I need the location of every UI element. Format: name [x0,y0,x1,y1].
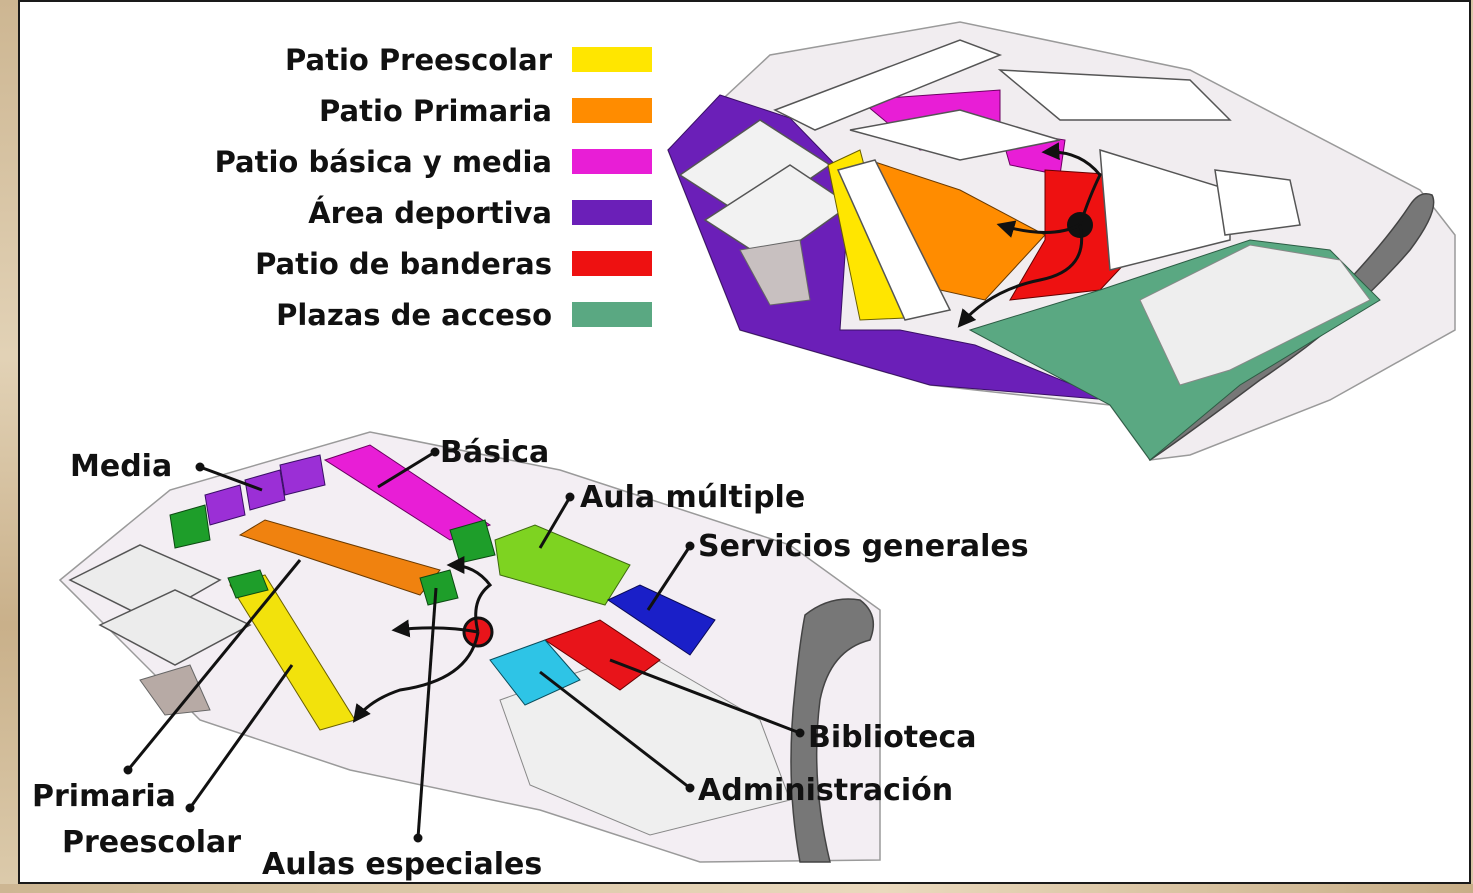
legend: Patio Preescolar Patio Primaria Patio bá… [215,43,652,332]
callouts: Media Básica Aula múltiple Servicios gen… [32,435,1029,882]
callout-aula-multiple: Aula múltiple [580,480,805,515]
legend-swatch [572,149,652,174]
top-arrow-2 [996,220,1081,238]
bottom-arrow-2 [391,619,479,638]
top-arrow-1 [1041,142,1102,226]
building-preescolar-green [227,569,269,599]
building-media-1 [204,484,246,526]
building-servicios [606,584,716,656]
top-building-6 [1214,169,1301,236]
bottom-arrow-3 [352,631,480,723]
callout-aulas-especiales: Aulas especiales [262,847,542,882]
building-aula-multiple [494,524,631,606]
legend-swatch [572,251,652,276]
bottom-arrow-1 [446,556,493,633]
legend-item-patio-preescolar: Patio Preescolar [285,43,652,77]
top-building-3 [836,159,952,321]
legend-swatch [572,47,652,72]
legend-label: Patio básica y media [215,145,552,179]
legend-label: Plazas de acceso [276,298,552,332]
callout-administracion: Administración [698,773,953,808]
bottom-road [790,598,875,863]
top-parking [1139,244,1371,386]
leader-lines [123,447,805,843]
building-primaria-green [419,569,459,606]
legend-item-patio-banderas: Patio de banderas [255,247,652,281]
legend-label: Patio de banderas [255,247,552,281]
callout-primaria: Primaria [32,779,176,814]
legend-item-area-deportiva: Área deportiva [308,196,652,230]
bottom-court-2 [98,589,252,666]
building-basica [323,444,492,541]
top-building-5 [1099,148,1231,271]
background-texture-bottom [0,884,1473,893]
callout-servicios-generales: Servicios generales [698,529,1029,564]
top-stands [739,239,811,306]
legend-swatch [572,302,652,327]
building-media-3 [279,454,326,496]
callout-basica: Básica [440,435,549,470]
legend-label: Área deportiva [308,196,552,230]
legend-item-patio-primaria: Patio Primaria [319,94,652,128]
legend-swatch [572,98,652,123]
building-administracion [489,639,581,706]
top-arrow-3 [957,224,1084,328]
top-building-4 [997,69,1232,121]
legend-label: Patio Primaria [319,94,552,128]
building-biblioteca [543,619,661,691]
legend-swatch [572,200,652,225]
building-primaria [238,519,441,596]
building-media-2 [244,469,286,511]
building-media-green [169,504,211,549]
legend-item-patio-basica: Patio básica y media [215,145,652,179]
top-site-plan [667,21,1456,462]
top-building-2 [849,109,1061,161]
bottom-stands [139,664,211,716]
top-building-1 [773,39,1003,131]
building-basica-green [449,519,496,564]
background-texture [0,0,18,893]
legend-label: Patio Preescolar [285,43,553,77]
legend-item-plazas-acceso: Plazas de acceso [276,298,652,332]
callout-media: Media [70,449,172,484]
callout-biblioteca: Biblioteca [808,720,977,755]
callout-preescolar: Preescolar [62,825,241,860]
